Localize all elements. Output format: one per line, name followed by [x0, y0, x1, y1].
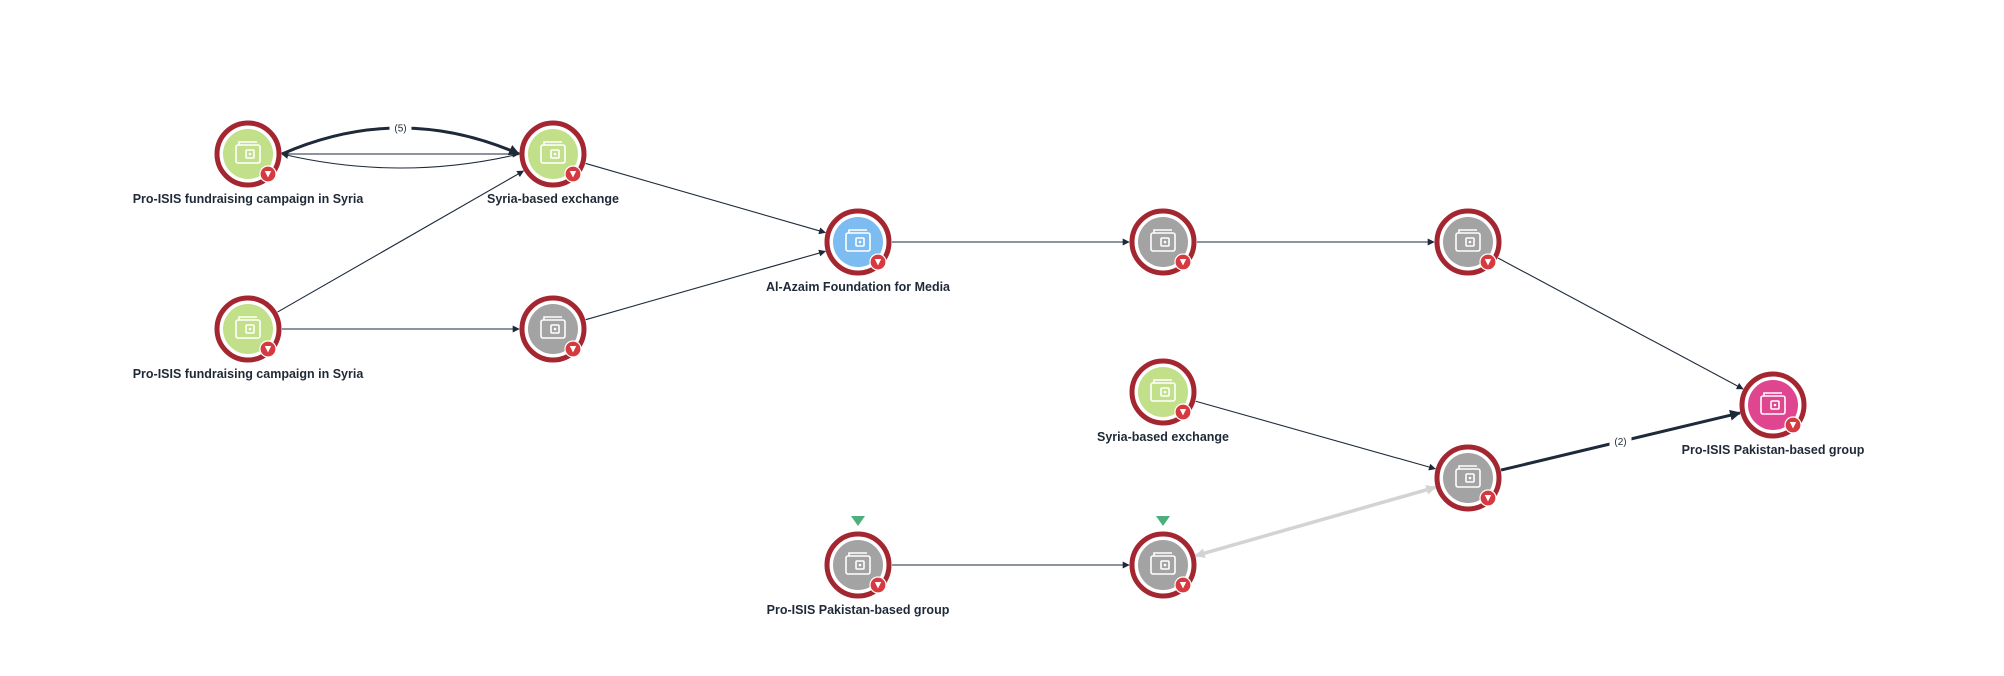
edge-count-label: (2) [1614, 437, 1626, 448]
node-label: Syria-based exchange [487, 192, 619, 206]
node-fill [1443, 217, 1493, 267]
alert-badge-icon [564, 340, 582, 358]
node-fill [833, 217, 883, 267]
wallet-icon [235, 316, 261, 339]
edge-n2-n1[interactable] [281, 152, 520, 169]
edge-n7-n9[interactable] [1497, 257, 1744, 390]
graph-node-n1[interactable]: Pro-ISIS fundraising campaign in Syria [133, 120, 365, 206]
node-fill [223, 304, 273, 354]
alert-badge-icon [1174, 403, 1192, 421]
alert-badge-icon [869, 576, 887, 594]
graph-node-n5[interactable]: Al-Azaim Foundation for Media [766, 208, 951, 294]
node-label: Al-Azaim Foundation for Media [766, 280, 951, 294]
node-fill [1748, 380, 1798, 430]
edge-count-label: (5) [394, 124, 406, 135]
node-label: Pro-ISIS fundraising campaign in Syria [133, 367, 365, 381]
triangle-marker-icon [1156, 516, 1170, 526]
node-label: Pro-ISIS Pakistan-based group [767, 603, 950, 617]
alert-badge-icon [869, 253, 887, 271]
wallet-icon [845, 229, 871, 252]
node-fill [1138, 217, 1188, 267]
edge-n8-n10[interactable] [1195, 400, 1436, 471]
node-fill [223, 129, 273, 179]
alert-badge-icon [1174, 576, 1192, 594]
wallet-icon [1150, 552, 1176, 575]
alert-badge-icon [259, 340, 277, 358]
wallet-icon [1455, 229, 1481, 252]
node-label: Pro-ISIS fundraising campaign in Syria [133, 192, 365, 206]
alert-badge-icon [564, 165, 582, 183]
wallet-icon [1150, 229, 1176, 252]
edge-n4-n5[interactable] [585, 249, 826, 321]
alert-badge-icon [1784, 416, 1802, 434]
edge-label-background [1609, 434, 1632, 448]
node-fill [833, 540, 883, 590]
node-fill [528, 129, 578, 179]
wallet-icon [845, 552, 871, 575]
graph-node-n8[interactable]: Syria-based exchange [1097, 358, 1229, 444]
edge-label-background [389, 121, 412, 134]
edge-n2-n5[interactable] [585, 162, 827, 235]
graph-node-n10[interactable] [1434, 444, 1502, 512]
edge-n3-n2[interactable] [277, 170, 525, 313]
graph-node-n2[interactable]: Syria-based exchange [487, 120, 619, 206]
alert-badge-icon [1479, 253, 1497, 271]
alert-badge-icon [1174, 253, 1192, 271]
wallet-icon [540, 316, 566, 339]
node-fill [1138, 540, 1188, 590]
edges-layer: (5) (2) [277, 121, 1744, 569]
alert-badge-icon [1479, 489, 1497, 507]
graph-node-n4[interactable] [519, 295, 587, 363]
node-fill [1138, 367, 1188, 417]
graph-node-n9[interactable]: Pro-ISIS Pakistan-based group [1682, 371, 1865, 457]
node-label: Syria-based exchange [1097, 430, 1229, 444]
graph-node-n12[interactable] [1129, 516, 1197, 599]
graph-node-n7[interactable] [1434, 208, 1502, 276]
graph-node-n11[interactable]: Pro-ISIS Pakistan-based group [767, 516, 950, 617]
wallet-icon [1760, 392, 1786, 415]
node-fill [528, 304, 578, 354]
wallet-icon [540, 141, 566, 164]
wallet-icon [1455, 465, 1481, 488]
alert-badge-icon [259, 165, 277, 183]
node-label: Pro-ISIS Pakistan-based group [1682, 443, 1865, 457]
graph-node-n6[interactable] [1129, 208, 1197, 276]
wallet-icon [235, 141, 261, 164]
wallet-icon [1150, 379, 1176, 402]
node-fill [1443, 453, 1493, 503]
graph-node-n3[interactable]: Pro-ISIS fundraising campaign in Syria [133, 295, 365, 381]
edge-n12-n10[interactable] [1194, 484, 1437, 559]
triangle-marker-icon [851, 516, 865, 526]
